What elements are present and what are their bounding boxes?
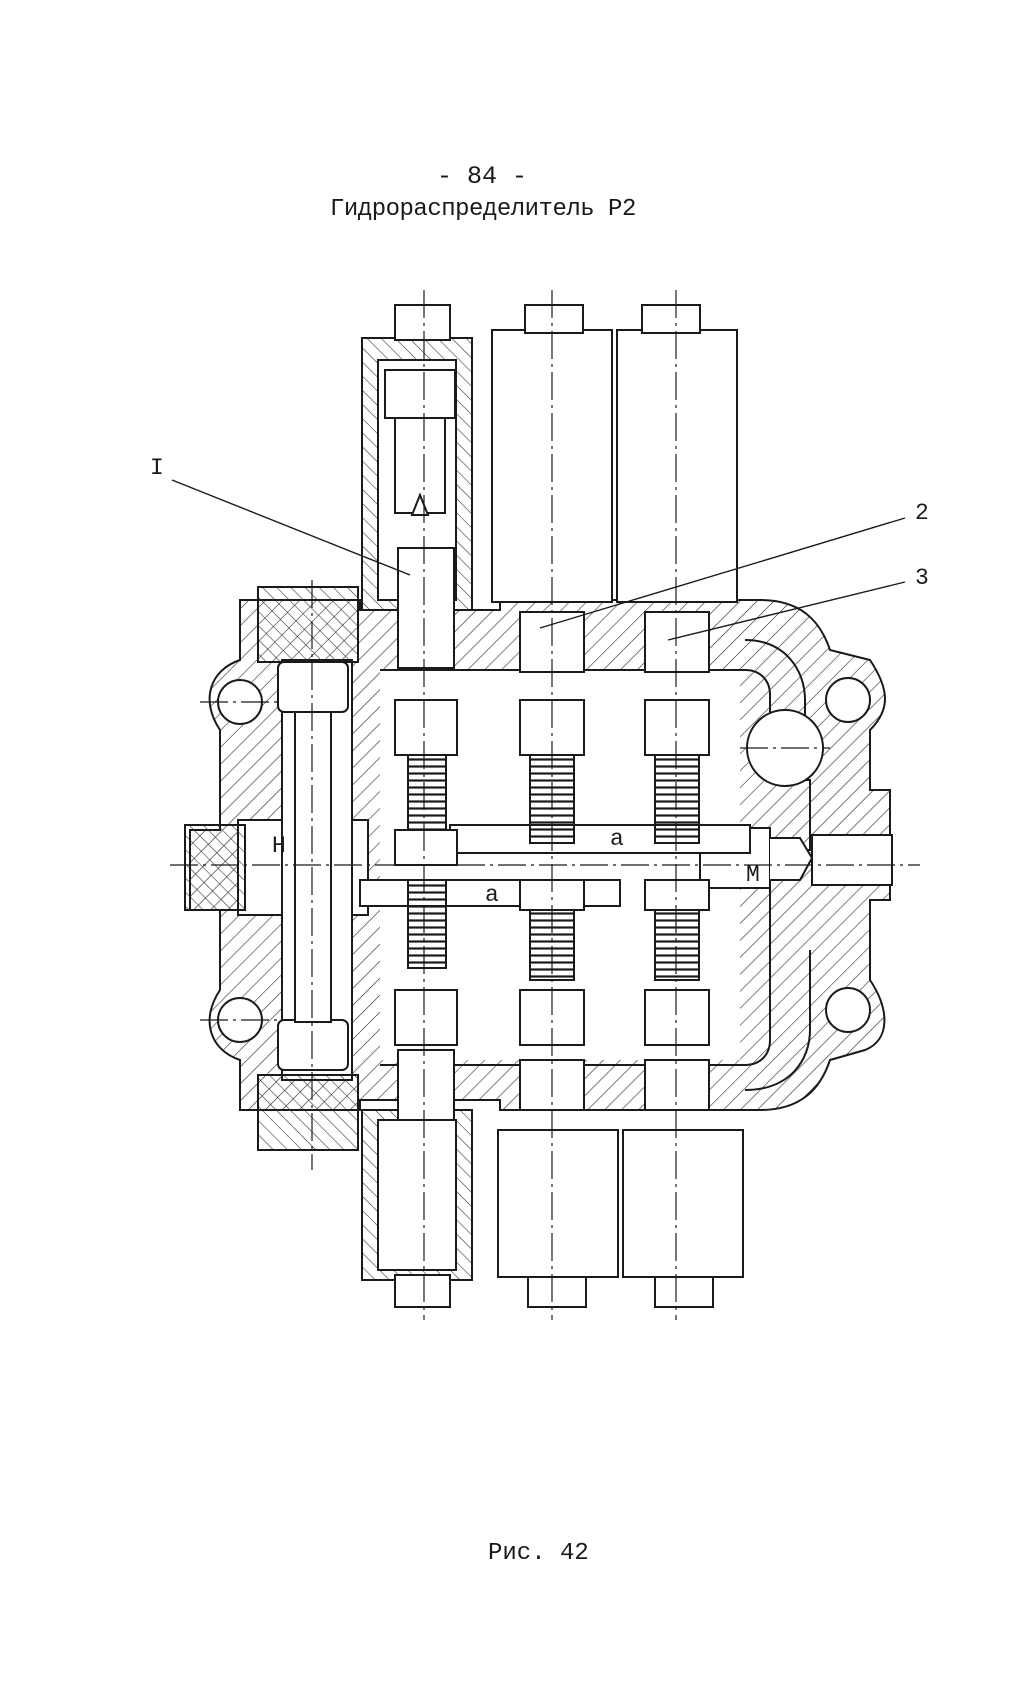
figure-title: Гидрораспределитель Р2 [330,196,636,223]
leader-line-2 [539,517,906,629]
label-passage-a-lower: а [485,882,499,908]
bolt-hole [825,987,871,1033]
spool-column-1 [394,547,458,1121]
label-passage-a-upper: а [610,826,624,852]
label-pressure-H: Н [272,833,286,859]
leader-line-1 [171,479,411,576]
callout-I: I [150,455,164,481]
label-drain-M: М [746,862,760,888]
callout-2: 2 [915,500,929,526]
passage-a-upper [449,824,751,854]
callout-3: 3 [915,565,929,591]
figure-caption: Рис. 42 [488,1540,589,1567]
bolt-hole [825,677,871,723]
spool-column-3 [616,304,744,1308]
page-number: - 84 - [436,162,527,191]
leader-line-3 [667,581,906,641]
